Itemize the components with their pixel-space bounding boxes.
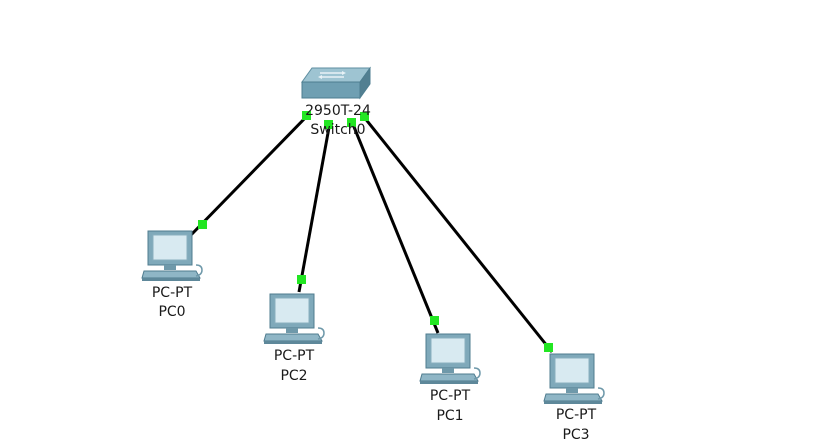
port-status-indicator — [430, 316, 439, 325]
switch-model-label: 2950T-24 — [305, 103, 371, 119]
pc-device-pc2[interactable] — [262, 292, 326, 346]
port-status-indicator — [297, 275, 306, 284]
port-status-indicator — [302, 111, 311, 120]
port-status-indicator — [544, 343, 553, 352]
desktop-computer-icon — [141, 230, 203, 281]
pc-name-label: PC0 — [158, 304, 186, 320]
pc-device-pc1[interactable] — [418, 332, 482, 386]
link-switch0-pc0[interactable] — [188, 112, 311, 238]
switch-device[interactable] — [298, 66, 374, 100]
pc-model-label: PC-PT — [429, 388, 471, 404]
pc-name-label: PC3 — [562, 427, 590, 443]
desktop-computer-icon — [263, 293, 325, 344]
pc-device-pc3[interactable] — [542, 352, 606, 406]
switch-name-label: Switch0 — [310, 122, 366, 138]
pc-model-label: PC-PT — [555, 407, 597, 423]
pc-model-label: PC-PT — [273, 348, 315, 364]
switch-icon — [301, 66, 371, 100]
port-status-indicator — [347, 118, 356, 127]
pc-model-label: PC-PT — [151, 285, 193, 301]
port-status-indicator — [198, 220, 207, 229]
link-switch0-pc1[interactable] — [350, 121, 440, 334]
link-switch0-pc3[interactable] — [362, 116, 554, 353]
link-switch0-pc2[interactable] — [297, 121, 332, 293]
pc-name-label: PC2 — [280, 368, 308, 384]
port-status-indicator — [324, 120, 333, 129]
pc-device-pc0[interactable] — [140, 229, 204, 283]
desktop-computer-icon — [543, 353, 605, 404]
port-status-indicator — [360, 112, 369, 121]
desktop-computer-icon — [419, 333, 481, 384]
pc-name-label: PC1 — [436, 408, 464, 424]
